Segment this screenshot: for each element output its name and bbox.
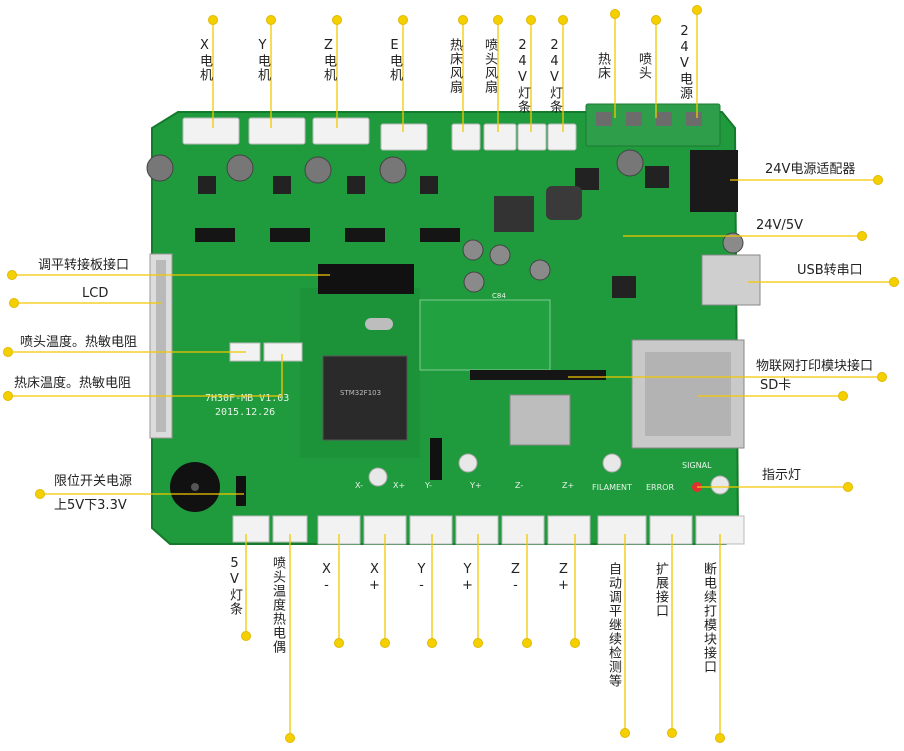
- usb-connector: [701, 254, 761, 306]
- label-led-strip-1: 24V灯条: [515, 38, 530, 114]
- silk-c84: C84: [492, 292, 506, 300]
- label-level-adapter: 调平转接板接口: [38, 258, 130, 273]
- capacitors: [146, 149, 744, 293]
- label-iot-print: 物联网打印模块接口: [756, 359, 874, 374]
- label-y-plus: Y+: [460, 562, 475, 594]
- label-x-motor: X电机: [197, 38, 212, 82]
- pcb-zone: [419, 299, 551, 371]
- label-power-24v: 24V电源: [677, 24, 692, 100]
- mounting-hole: [602, 453, 622, 473]
- micro-sd-socket: [509, 394, 571, 446]
- silk-error: ERROR: [646, 483, 674, 492]
- label-z-plus: Z+: [556, 562, 571, 594]
- label-bed-fan: 热床风扇: [447, 38, 462, 94]
- label-thermocouple: 喷头温度热电偶: [270, 556, 285, 654]
- silk-filament: FILAMENT: [592, 483, 632, 492]
- label-resume: 断电续打模块接口: [701, 562, 716, 674]
- label-y-motor: Y电机: [255, 38, 270, 82]
- label-power-adapter: 24V电源适配器: [765, 162, 856, 177]
- mcu-marking: STM32F103: [340, 389, 381, 397]
- board-date: 2015.12.26: [215, 407, 275, 418]
- board-model: 7H30F-MB V1.03: [205, 393, 289, 404]
- label-led-strip-2: 24V灯条: [547, 38, 562, 114]
- label-lcd: LCD: [82, 286, 109, 301]
- label-nozzle-temp: 喷头温度。热敏电阻: [20, 335, 138, 350]
- mounting-hole: [368, 467, 388, 487]
- vertical-header: [430, 438, 442, 480]
- label-y-minus: Y-: [414, 562, 429, 594]
- silk-signal: SIGNAL: [682, 461, 712, 470]
- crystal: [365, 318, 393, 330]
- label-nozzle-fan: 喷头风扇: [482, 38, 497, 94]
- silk-y-minus: Y-: [424, 481, 432, 490]
- callout-lines-top: [208, 5, 702, 132]
- label-usb-serial: USB转串口: [797, 263, 863, 278]
- callout-lines-bottom: [241, 534, 725, 743]
- callout-lines-right: [568, 175, 899, 492]
- mcu-chip: [322, 355, 408, 441]
- thermistor-connector-bed: [263, 342, 303, 362]
- dc-power-jack: [690, 150, 738, 212]
- lcd-connector-inner: [156, 260, 166, 432]
- buzzer-center: [191, 483, 199, 491]
- mounting-hole: [710, 475, 730, 495]
- label-nozzle: 喷头: [636, 52, 651, 80]
- label-led-5v: 5V灯条: [227, 556, 242, 616]
- label-sd-card: SD卡: [760, 378, 792, 393]
- label-limit-power: 限位开关电源: [54, 474, 133, 489]
- label-x-plus: X+: [367, 562, 382, 594]
- silk-z-minus: Z-: [515, 481, 523, 490]
- label-auto-level: 自动调平继续检测等: [606, 562, 621, 688]
- label-z-minus: Z-: [508, 562, 523, 594]
- silk-x-minus: X-: [355, 481, 363, 490]
- callout-lines-left: [3, 270, 330, 499]
- pin-header-rows: [195, 228, 460, 242]
- label-bed-temp: 热床温度。热敏电阻: [14, 376, 132, 391]
- silk-y-plus: Y+: [469, 481, 482, 490]
- driver-chips: [198, 166, 669, 298]
- label-hot-bed: 热床: [595, 52, 610, 80]
- level-adapter-header: [318, 264, 414, 294]
- silk-z-plus: Z+: [562, 481, 574, 490]
- sd-card-inner: [645, 352, 731, 436]
- label-indicator: 指示灯: [762, 468, 802, 483]
- power-terminal-block: [585, 103, 721, 147]
- label-expansion: 扩展接口: [653, 562, 668, 618]
- label-x-minus: X-: [319, 562, 334, 594]
- label-limit-power-2: 上5V下3.3V: [54, 498, 127, 513]
- motor-headers: [182, 117, 577, 151]
- iot-module-header: [470, 370, 606, 380]
- label-voltage-select: 24V/5V: [756, 218, 803, 233]
- label-e-motor: E电机: [387, 38, 402, 82]
- silk-x-plus: X+: [393, 481, 405, 490]
- limit-power-jumper: [236, 476, 246, 506]
- label-z-motor: Z电机: [321, 38, 336, 82]
- bottom-connectors: [232, 515, 745, 545]
- mounting-hole: [458, 453, 478, 473]
